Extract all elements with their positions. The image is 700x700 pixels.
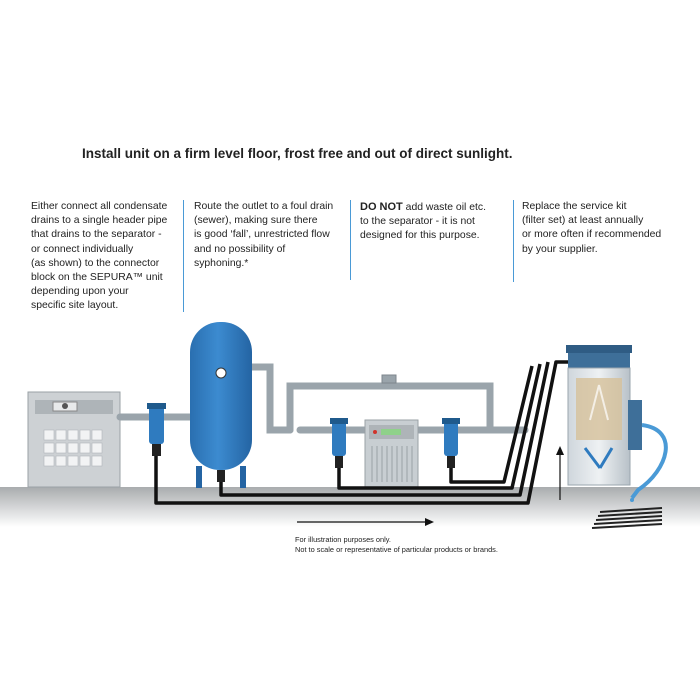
warning-label: DO NOT (360, 201, 403, 213)
condensate-drain-line (154, 360, 570, 505)
compressor-unit (27, 391, 121, 488)
bypass-valve (381, 374, 397, 384)
column-divider (183, 200, 184, 312)
instruction-text: Either connect all condensate drains to … (31, 201, 168, 312)
inline-filter (330, 418, 348, 468)
instruction-outlet-route: Route the outlet to a foul drain (sewer)… (194, 200, 354, 271)
footnote-line: For illustration purposes only. (295, 535, 391, 544)
instruction-do-not: DO NOT add waste oil etc. to the separat… (360, 200, 500, 244)
dryer-unit (364, 419, 419, 488)
page-heading: Install unit on a firm level floor, fros… (82, 146, 513, 161)
column-divider (350, 200, 351, 280)
air-receiver-tank (190, 322, 252, 488)
illustration-footnote: For illustration purposes only. Not to s… (295, 535, 498, 555)
air-pipe (116, 363, 529, 434)
oil-water-separator (566, 345, 642, 486)
flow-up-arrow (556, 446, 564, 500)
outlet-hose (630, 423, 668, 500)
instruction-condensate-drains: Either connect all condensate drains to … (31, 200, 181, 314)
instruction-text: Replace the service kit (filter set) at … (522, 201, 662, 255)
instruction-service-kit: Replace the service kit (filter set) at … (522, 200, 687, 257)
instruction-text: Route the outlet to a foul drain (sewer)… (194, 201, 334, 269)
column-divider (513, 200, 514, 282)
foul-drain-grate (591, 507, 663, 529)
floor (0, 487, 700, 527)
instruction-text: add waste oil etc. to the separator - it… (360, 202, 486, 242)
inline-filter (442, 418, 460, 468)
fall-arrow (297, 518, 434, 526)
inline-filter (147, 403, 166, 456)
footnote-line: Not to scale or representative of partic… (295, 545, 498, 554)
